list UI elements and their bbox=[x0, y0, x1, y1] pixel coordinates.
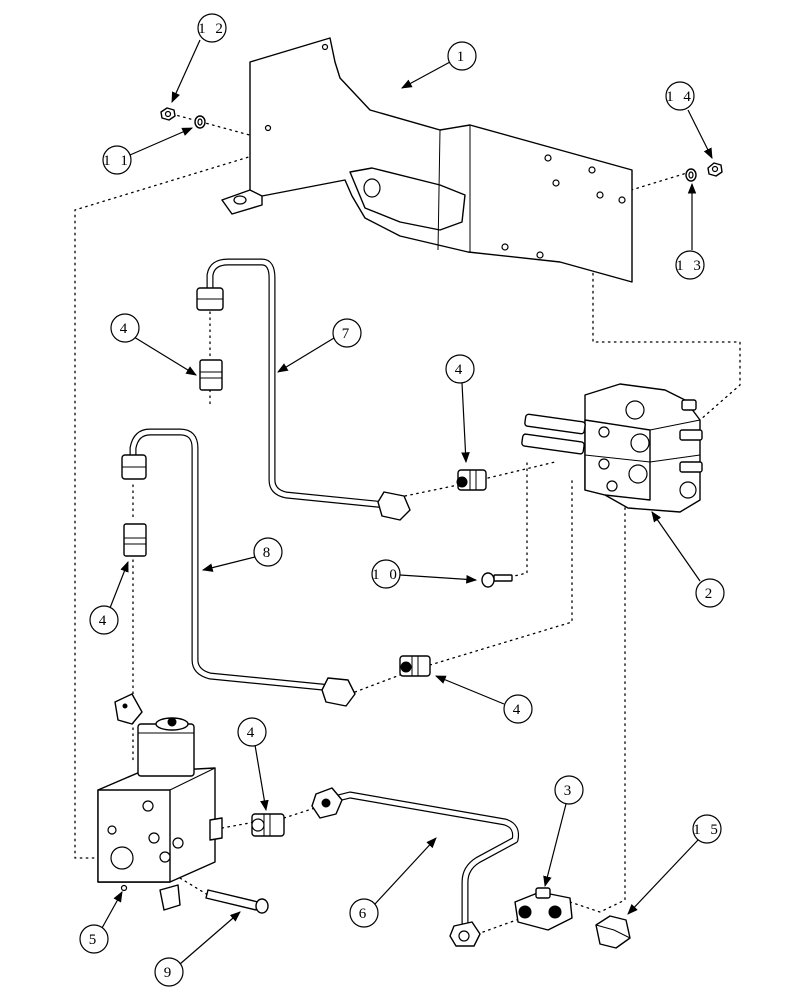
washer-13 bbox=[685, 168, 697, 182]
callout-4-upper-right: 4 bbox=[445, 354, 475, 464]
washer-11 bbox=[194, 115, 206, 129]
callout-9: 9 bbox=[154, 911, 241, 987]
callout-4d-label: 4 bbox=[513, 702, 524, 718]
adapter-fitting-upper-left bbox=[199, 359, 223, 391]
callout-4a-label: 4 bbox=[120, 321, 131, 337]
callout-11: 1 1 bbox=[102, 127, 193, 175]
callout-4-middle-left: 4 bbox=[89, 560, 129, 635]
callout-2: 2 bbox=[651, 511, 725, 608]
callout-8: 8 bbox=[201, 537, 283, 572]
callout-11-label: 1 1 bbox=[103, 153, 131, 169]
callout-7-label: 7 bbox=[342, 326, 353, 342]
tube-6 bbox=[311, 787, 519, 947]
adapter-fitting-upper-right bbox=[456, 469, 487, 491]
solenoid-valve-block-5 bbox=[97, 693, 223, 911]
adapter-fitting-lower bbox=[251, 813, 285, 837]
adapter-fitting-middle-right bbox=[399, 655, 431, 677]
screw-10 bbox=[481, 572, 513, 588]
callout-4b-label: 4 bbox=[455, 362, 466, 378]
callout-15: 1 5 bbox=[627, 814, 722, 915]
tube-8 bbox=[121, 428, 356, 707]
adapter-fitting-middle-left bbox=[123, 523, 147, 557]
callout-13-label: 1 3 bbox=[676, 258, 704, 274]
callout-6-label: 6 bbox=[359, 906, 370, 922]
callout-14-label: 1 4 bbox=[666, 89, 694, 105]
mounting-bracket bbox=[221, 37, 633, 283]
nut-14 bbox=[707, 162, 723, 177]
tube-7 bbox=[196, 258, 411, 521]
nut-12 bbox=[160, 107, 176, 121]
callout-3-label: 3 bbox=[564, 783, 575, 799]
tee-fitting-3 bbox=[514, 887, 573, 931]
callout-10-label: 1 0 bbox=[372, 567, 400, 583]
callout-10: 1 0 bbox=[371, 559, 478, 589]
callout-5: 5 bbox=[79, 891, 123, 954]
callout-5-label: 5 bbox=[89, 932, 100, 948]
bolt-9 bbox=[205, 889, 269, 914]
callout-9-label: 9 bbox=[164, 965, 175, 981]
callout-12: 1 2 bbox=[171, 13, 227, 103]
callout-2-label: 2 bbox=[705, 586, 716, 602]
callout-8-label: 8 bbox=[263, 545, 274, 561]
callout-4e-label: 4 bbox=[247, 725, 258, 741]
callout-6: 6 bbox=[349, 837, 437, 928]
callout-4-middle-right: 4 bbox=[435, 675, 533, 724]
callout-4c-label: 4 bbox=[99, 613, 110, 629]
callout-7: 7 bbox=[277, 318, 362, 373]
callout-1: 1 bbox=[401, 41, 477, 89]
callout-12-label: 1 2 bbox=[198, 21, 226, 37]
callouts: 1 1 2 1 1 1 4 1 3 7 bbox=[79, 13, 725, 987]
cap-nut-15 bbox=[595, 915, 631, 949]
callout-4-upper-left: 4 bbox=[110, 313, 197, 376]
callout-3: 3 bbox=[543, 775, 584, 888]
callout-14: 1 4 bbox=[665, 81, 713, 159]
control-valve-2 bbox=[521, 383, 703, 513]
callout-13: 1 3 bbox=[675, 182, 705, 280]
callout-1-label: 1 bbox=[457, 49, 468, 65]
callout-15-label: 1 5 bbox=[693, 822, 721, 838]
callout-4-lower: 4 bbox=[237, 717, 269, 812]
